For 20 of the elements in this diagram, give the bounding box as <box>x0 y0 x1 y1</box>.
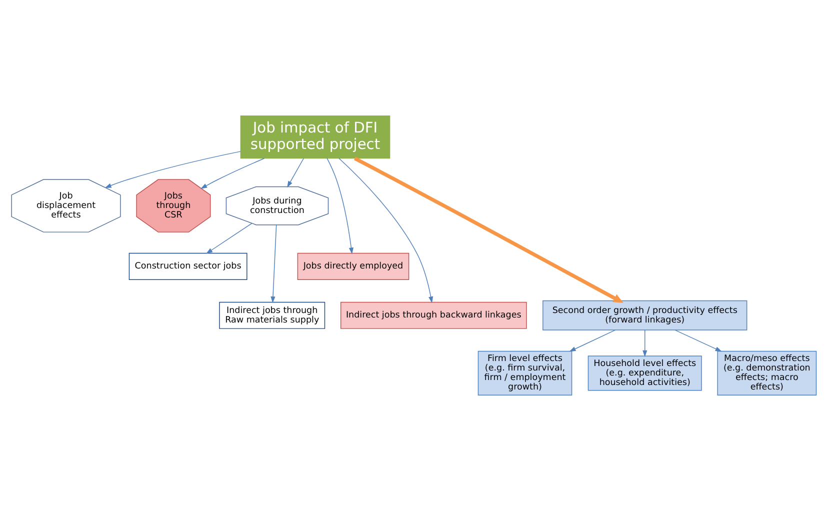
node-box: Macro/meso effects (e.g. demonstration effects; macro effects) <box>717 350 817 395</box>
arrow <box>206 222 252 254</box>
arrow <box>569 329 616 352</box>
arrow <box>200 158 265 188</box>
arrow <box>674 329 722 352</box>
arrow <box>338 158 434 303</box>
node-box: Jobs directly employed <box>297 252 410 280</box>
node-box: Job impact of DFI supported project <box>240 115 390 158</box>
arrow <box>642 329 648 356</box>
arrow <box>326 157 354 254</box>
node-box: Household level effects (e.g. expenditure, household activities) <box>588 355 702 390</box>
node-box: Construction sector jobs <box>128 252 248 280</box>
arrow <box>104 150 241 188</box>
node-box: Indirect jobs through backward linkages <box>340 301 527 328</box>
node-box: Firm level effects (e.g. firm survival, firm / employment growth) <box>478 350 572 395</box>
node-box: Indirect jobs through Raw materials supply <box>219 301 326 328</box>
node-box: Second order growth / productivity effects (forward linkages) <box>542 300 748 330</box>
arrow <box>287 158 304 188</box>
arrow <box>354 156 624 302</box>
arrow <box>270 224 277 303</box>
